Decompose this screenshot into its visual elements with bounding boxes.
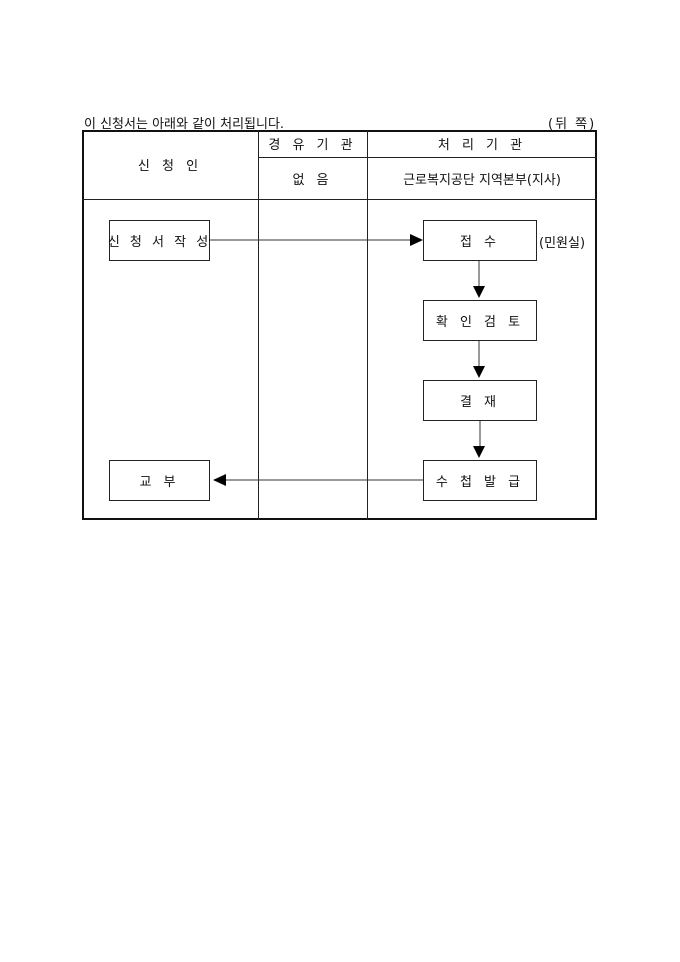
step-approve: 결 재 — [423, 380, 537, 421]
step-issue-booklet: 수 첩 발 급 — [423, 460, 537, 501]
arrow-down-icon — [473, 446, 485, 458]
process-table — [82, 130, 597, 520]
row-divider — [258, 157, 597, 158]
header-applicant: 신 청 인 — [137, 159, 203, 174]
step-receive: 접 수 — [423, 220, 537, 261]
row-divider — [82, 199, 597, 200]
step-review: 확 인 검 토 — [423, 300, 537, 341]
page-side-label: (뒤 쪽) — [548, 117, 597, 132]
arrow-down-icon — [473, 366, 485, 378]
step-deliver: 교 부 — [109, 460, 210, 501]
column-divider — [367, 130, 368, 520]
arrow-left-icon — [213, 474, 226, 486]
processing-agency-value: 근로복지공단 지역본부(지사) — [403, 172, 561, 188]
arrow-down-icon — [473, 286, 485, 298]
header-processing-agency: 처 리 기 관 — [437, 138, 527, 153]
intro-text: 이 신청서는 아래와 같이 처리됩니다. — [84, 117, 285, 132]
step-write-application: 신 청 서 작 성 — [108, 220, 210, 261]
header-via-agency: 경 유 기 관 — [268, 138, 357, 153]
receive-note: (민원실) — [539, 236, 586, 251]
via-agency-value: 없 음 — [292, 172, 333, 188]
arrow-right-icon — [410, 234, 423, 246]
column-divider — [258, 130, 259, 520]
